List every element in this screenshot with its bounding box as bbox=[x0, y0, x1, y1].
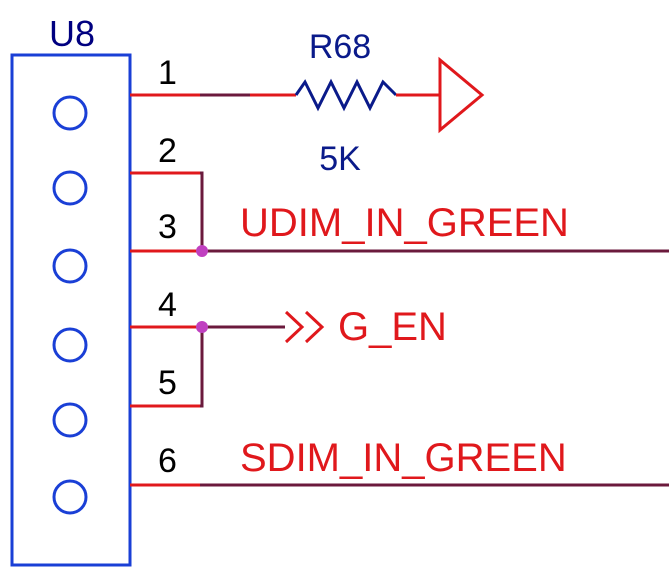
component-designator: U8 bbox=[49, 13, 95, 54]
wire-pin4-pin5-bridge[interactable] bbox=[200, 327, 204, 408]
pin-1-circle[interactable] bbox=[52, 95, 88, 131]
component-body[interactable] bbox=[10, 53, 132, 567]
pin-4-number: 4 bbox=[158, 286, 177, 324]
net-label-udim-in-green[interactable]: UDIM_IN_GREEN bbox=[240, 201, 569, 245]
double-chevron-port-icon[interactable] bbox=[284, 310, 325, 344]
pin-numbers: 1 2 3 4 5 6 bbox=[158, 54, 177, 480]
net-label-sdim-in-green[interactable]: SDIM_IN_GREEN bbox=[240, 436, 567, 480]
pin-4-circle[interactable] bbox=[52, 327, 88, 363]
pin-leads bbox=[130, 93, 200, 487]
wire-pin2-pin3-bridge[interactable] bbox=[200, 171, 204, 251]
pin-3-number: 3 bbox=[158, 208, 177, 246]
resistor-value: 5K bbox=[319, 140, 361, 178]
pin-2-circle[interactable] bbox=[52, 170, 88, 206]
pin-6-circle[interactable] bbox=[52, 479, 88, 515]
net-labels: UDIM_IN_GREEN G_EN SDIM_IN_GREEN bbox=[240, 201, 569, 480]
net-label-g-en[interactable]: G_EN bbox=[338, 305, 447, 349]
resistor-designator: R68 bbox=[309, 28, 371, 66]
junction-pin4 bbox=[196, 321, 208, 333]
junction-pin3 bbox=[196, 245, 208, 257]
pin-1-number: 1 bbox=[158, 54, 177, 92]
wires bbox=[200, 93, 669, 487]
pin-circles bbox=[52, 95, 88, 515]
pin-5-number: 5 bbox=[158, 364, 177, 402]
pin-6-number: 6 bbox=[158, 442, 177, 480]
pin-3-circle[interactable] bbox=[52, 248, 88, 284]
triangle-port-icon[interactable] bbox=[438, 56, 485, 134]
pin-2-number: 2 bbox=[158, 132, 177, 170]
pin-5-circle[interactable] bbox=[52, 402, 88, 438]
resistor-zigzag[interactable] bbox=[294, 78, 398, 112]
